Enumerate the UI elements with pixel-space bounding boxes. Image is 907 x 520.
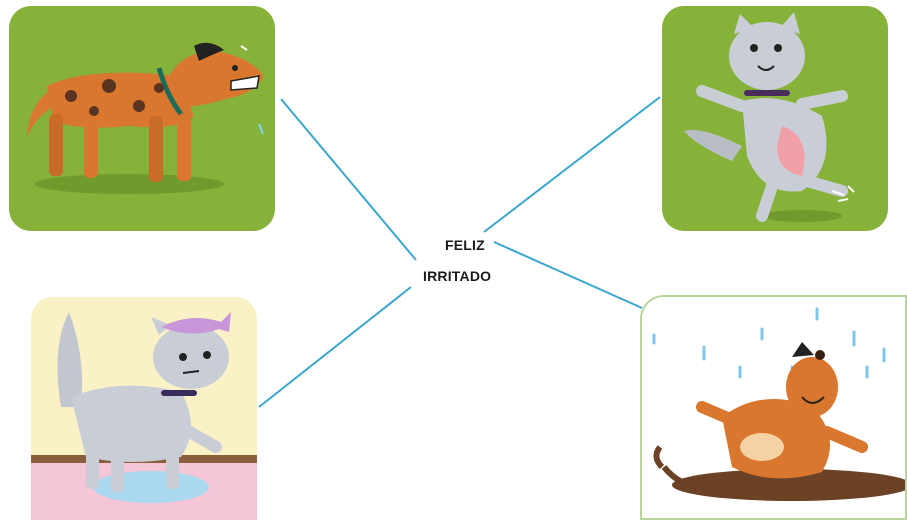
- line-muddy-dog-to-feliz: [493, 241, 643, 309]
- line-angry-dog-to-irritado: [280, 98, 417, 261]
- line-happy-cat-to-feliz: [483, 96, 661, 233]
- word-irritado[interactable]: IRRITADO: [423, 268, 492, 284]
- card-angry-wet-cat[interactable]: [31, 297, 257, 520]
- happy-cat-icon: [662, 6, 888, 231]
- angry-dog-icon: [9, 6, 275, 231]
- card-happy-muddy-dog[interactable]: [640, 295, 907, 520]
- line-wet-cat-to-irritado: [258, 286, 412, 408]
- happy-muddy-dog-icon: [642, 297, 905, 518]
- card-angry-dog[interactable]: [9, 6, 275, 231]
- angry-wet-cat-icon: [31, 297, 257, 520]
- card-happy-cat[interactable]: [662, 6, 888, 231]
- word-feliz[interactable]: FELIZ: [445, 237, 485, 253]
